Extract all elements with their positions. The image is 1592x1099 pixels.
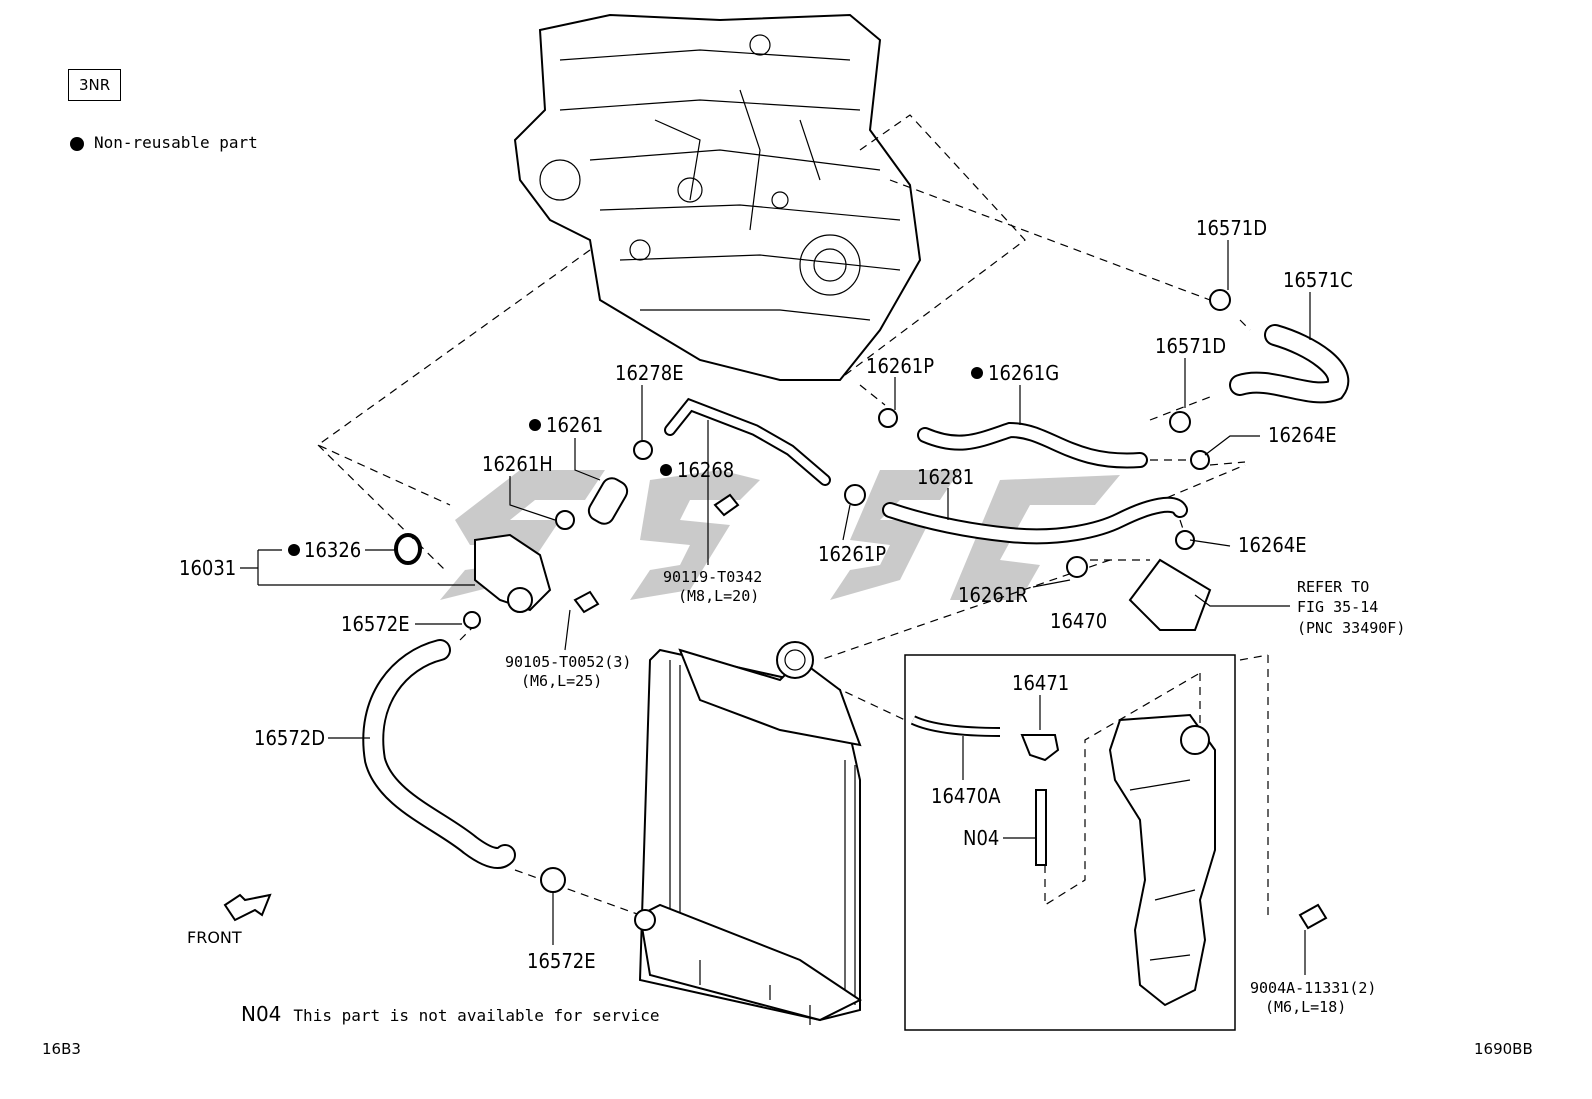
label-16278E: 16278E [615,361,684,385]
label-16031: 16031 [179,556,236,580]
label-16261P-mid: 16261P [818,542,886,566]
label-16261H: 16261H [482,452,553,476]
reservoir-group-frame [904,654,1236,1031]
label-16281: 16281 [917,465,974,489]
part-labels: 16571D 16571C 16571D 16261P 16261G 16278… [179,216,1405,1016]
label-16268: 16268 [677,458,734,482]
label-N04: N04 [963,826,999,850]
engine-code-box: 3NR [68,69,122,101]
radiator-illustration [634,641,862,1025]
non-reusable-dot-icon [70,136,84,151]
label-16261P-top: 16261P [866,354,934,378]
non-reusable-dot-16261 [529,419,541,431]
label-bolt-90105-spec: (M6,L=25) [521,672,602,690]
label-16571D-mid: 16571D [1155,334,1226,358]
label-16261G: 16261G [988,361,1059,385]
engine-block-illustration [513,13,922,381]
note-text: This part is not available for service [293,1006,660,1025]
hoses-and-fittings [223,289,1350,930]
label-bolt-90105: 90105-T0052(3) [505,653,631,671]
label-16572E-bottom: 16572E [527,949,596,973]
figure-code-right: 1690BB [1474,1040,1533,1058]
label-16471: 16471 [1012,671,1069,695]
label-16261: 16261 [546,413,603,437]
legend-text: Non-reusable part [94,133,258,152]
label-16264E-top: 16264E [1268,423,1337,447]
label-16326: 16326 [304,538,361,562]
refer-line-1: REFER TO [1297,578,1369,596]
label-bolt-90119: 90119-T0342 [663,568,762,586]
label-16571C: 16571C [1283,268,1353,292]
leader-lines [240,240,1311,975]
refer-line-3: (PNC 33490F) [1297,619,1405,637]
label-16261R: 16261R [958,583,1028,607]
note-code: N04 [241,1002,282,1026]
legend: Non-reusable part [70,133,258,152]
non-reusable-dot-16268 [660,464,672,476]
label-16572D: 16572D [254,726,325,750]
reservoir-tank-illustration [1108,713,1216,1007]
availability-note: N04 This part is not available for servic… [241,1002,659,1026]
label-bolt-90119-spec: (M8,L=20) [678,587,759,605]
watermark-logo [440,470,1120,600]
figure-code-left: 16B3 [42,1040,81,1058]
label-16264E-mid: 16264E [1238,533,1307,557]
label-16571D-top: 16571D [1196,216,1267,240]
non-reusable-markers [288,367,983,556]
label-16470A: 16470A [931,784,1001,808]
front-direction-label: FRONT [187,928,242,947]
label-bolt-9004A: 9004A-11331(2) [1250,979,1376,997]
non-reusable-dot-16261G [971,367,983,379]
phantom-lines [316,114,1269,920]
label-16470: 16470 [1050,609,1107,633]
label-16572E-top: 16572E [341,612,410,636]
non-reusable-dot-16326 [288,544,300,556]
refer-line-2: FIG 35-14 [1297,598,1378,616]
label-bolt-9004A-spec: (M6,L=18) [1265,998,1346,1016]
